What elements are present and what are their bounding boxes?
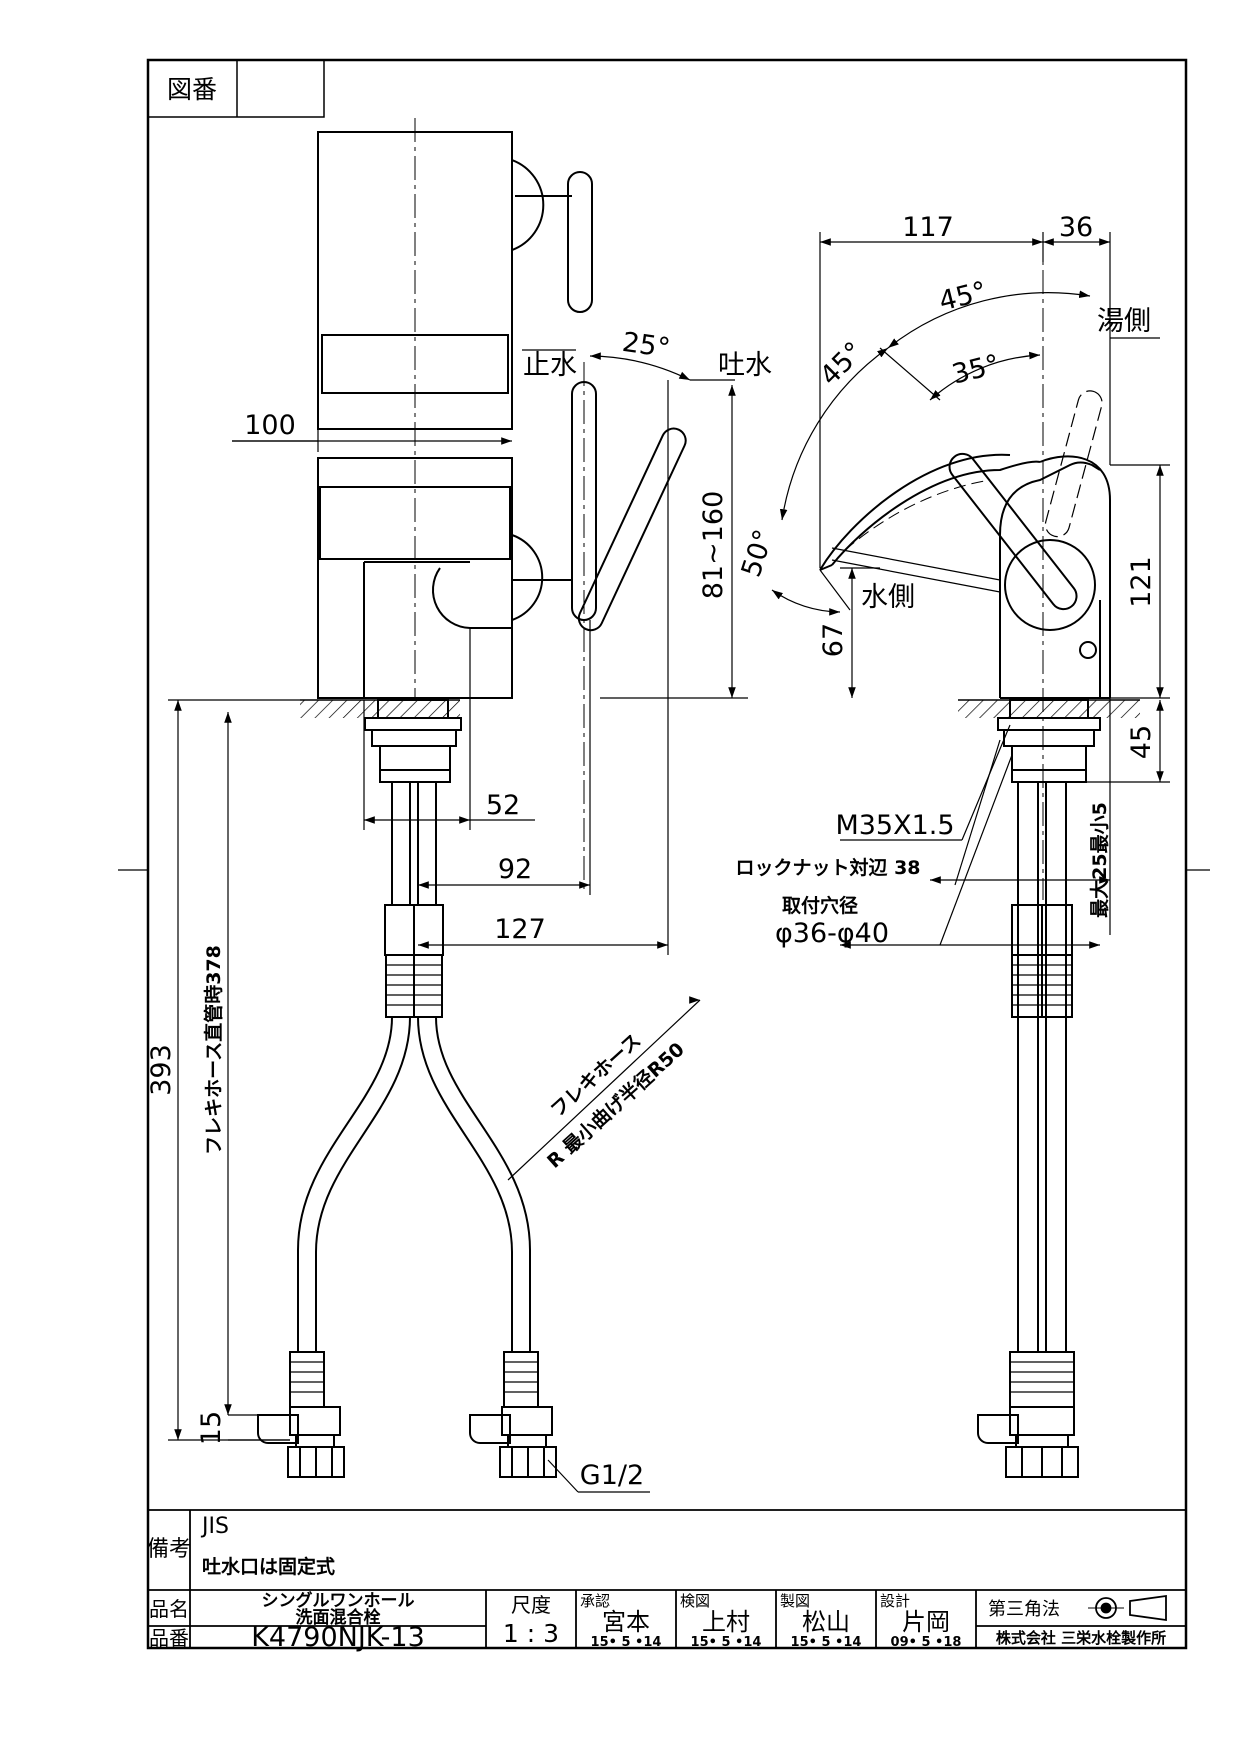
drawn-date: 15• 5 •14	[791, 1635, 862, 1650]
dim-127: 127	[494, 914, 546, 945]
title-block	[148, 1509, 1186, 1648]
part-number: K4790NJK-13	[251, 1622, 425, 1653]
front-view-dimensions	[168, 349, 748, 1493]
design-label: 設計	[880, 1592, 910, 1610]
angle-45-left: 45°	[814, 336, 870, 392]
scale-label: 尺度	[511, 1593, 551, 1617]
dim-117: 117	[902, 212, 954, 243]
company-name: 株式会社 三栄水栓製作所	[996, 1629, 1166, 1647]
design-name: 片岡	[902, 1608, 950, 1636]
product-name-line2: 洗面混合栓	[296, 1607, 381, 1628]
label-discharge: 吐水	[718, 350, 772, 381]
remarks-label: 備考	[147, 1537, 191, 1562]
counter-thickness: 最大25最小5	[1088, 802, 1111, 918]
check-name: 上村	[702, 1608, 750, 1636]
label-hot-side: 湯側	[1097, 306, 1151, 337]
remarks-jis: JIS	[200, 1514, 229, 1539]
design-date: 09• 5 •18	[891, 1635, 962, 1650]
product-name-label: 品名	[149, 1597, 189, 1621]
hole-diameter: φ36-φ40	[775, 918, 889, 949]
hole-label: 取付穴径	[782, 894, 858, 917]
label-stop: 止水	[523, 350, 577, 381]
approval-name: 宮本	[602, 1608, 650, 1636]
label-cold-side: 水側	[861, 582, 915, 613]
thread-g12: G1/2	[580, 1460, 644, 1491]
check-label: 検図	[680, 1592, 710, 1610]
drawing-no-label: 図番	[167, 75, 217, 104]
dim-92: 92	[498, 854, 532, 885]
dim-height-81-160: 81~160	[698, 491, 729, 600]
dim-36: 36	[1059, 212, 1093, 243]
locknut-size: ロックナット対辺 38	[735, 856, 920, 879]
dim-121: 121	[1126, 556, 1157, 608]
scale-value: 1 : 3	[503, 1619, 559, 1648]
angle-45-top: 45°	[936, 276, 990, 318]
drawn-label: 製図	[780, 1592, 810, 1610]
side-view-dimensions	[771, 232, 1170, 949]
third-angle-projection-icon	[1088, 1594, 1167, 1622]
dim-393: 393	[146, 1044, 177, 1096]
angle-35: 35°	[949, 349, 1003, 391]
projection-label: 第三角法	[988, 1599, 1060, 1620]
hose-straight-length: フレキホース直管時378	[202, 945, 225, 1155]
approval-date: 15• 5 •14	[591, 1635, 662, 1650]
front-view	[257, 118, 687, 1478]
drawn-name: 松山	[802, 1608, 850, 1636]
dim-67: 67	[818, 623, 849, 657]
remarks-fixed-spout: 吐水口は固定式	[202, 1555, 335, 1578]
thread-m35: M35X1.5	[835, 810, 954, 841]
part-no-label: 品番	[149, 1626, 189, 1650]
dim-52: 52	[486, 790, 520, 821]
check-date: 15• 5 •14	[691, 1635, 762, 1650]
angle-50: 50°	[736, 526, 780, 581]
product-name-line1: シングルワンホール	[262, 1590, 415, 1611]
dim-45: 45	[1126, 725, 1157, 759]
drawing-frame	[118, 58, 1210, 1650]
dim-width-100: 100	[244, 410, 296, 441]
dim-15: 15	[196, 1411, 227, 1445]
approval-label: 承認	[580, 1592, 610, 1610]
angle-lever-25: 25°	[620, 327, 672, 364]
